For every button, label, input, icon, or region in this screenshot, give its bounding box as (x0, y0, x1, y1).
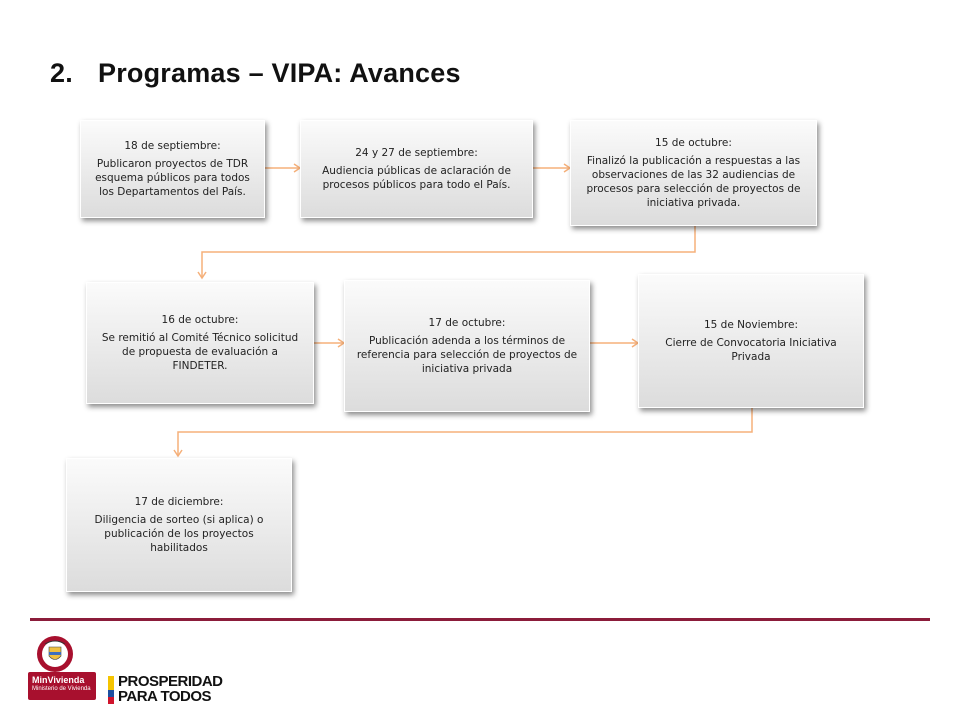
slogan-line-2: PARA TODOS (118, 688, 212, 705)
step-date: 17 de octubre: (428, 316, 506, 329)
step-date: 18 de septiembre: (124, 139, 221, 152)
prosperidad-logo: PROSPERIDAD PARA TODOS (108, 673, 223, 705)
step-box-5: 17 de octubre: Publicación adenda a los … (344, 280, 590, 412)
step-text: Audiencia públicas de aclaración de proc… (322, 164, 511, 192)
step-box-1: 18 de septiembre: Publicaron proyectos d… (80, 120, 265, 218)
step-text: Se remitió al Comité Técnico solicitud d… (101, 331, 299, 373)
step-date: 17 de diciembre: (134, 495, 224, 508)
minvivienda-logo: MinVivienda Ministerio de Vivienda (28, 632, 100, 704)
step-text: Finalizó la publicación a respuestas a l… (586, 154, 801, 210)
step-box-2: 24 y 27 de septiembre: Audiencia pública… (300, 120, 533, 218)
title-number: 2. (50, 58, 73, 88)
step-box-7: 17 de diciembre: Diligencia de sorteo (s… (66, 458, 292, 592)
step-box-3: 15 de octubre: Finalizó la publicación a… (570, 120, 817, 226)
ministry-name: MinVivienda (32, 675, 85, 685)
slogan-line-1: PROSPERIDAD (118, 673, 223, 690)
flag-bars-icon (108, 676, 114, 704)
footer-divider (30, 618, 930, 621)
step-text: Diligencia de sorteo (si aplica) o publi… (94, 513, 264, 555)
ministry-subtitle: Ministerio de Vivienda (32, 686, 91, 692)
step-box-4: 16 de octubre: Se remitió al Comité Técn… (86, 282, 314, 404)
arrow-6-7 (177, 408, 753, 456)
coat-of-arms-icon (37, 636, 73, 672)
title-text: Programas – VIPA: Avances (98, 58, 461, 88)
step-date: 15 de octubre: (655, 136, 732, 149)
page-title: 2. Programas – VIPA: Avances (50, 58, 461, 89)
arrow-3-4 (201, 226, 696, 278)
step-date: 15 de Noviembre: (703, 318, 798, 331)
step-box-6: 15 de Noviembre: Cierre de Convocatoria … (638, 274, 864, 408)
step-text: Publicaron proyectos de TDR esquema públ… (95, 157, 250, 199)
step-date: 24 y 27 de septiembre: (355, 146, 478, 159)
step-date: 16 de octubre: (161, 313, 239, 326)
step-text: Publicación adenda a los términos de ref… (356, 334, 578, 376)
step-text: Cierre de Convocatoria Iniciativa Privad… (665, 336, 837, 364)
